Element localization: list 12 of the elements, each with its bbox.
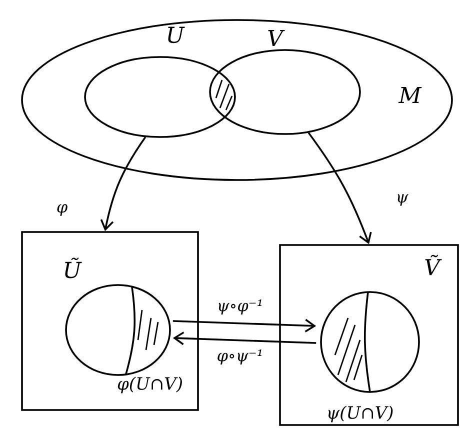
region-label: φ(U∩V) — [118, 376, 182, 394]
arrow — [172, 318, 316, 332]
edge-label: ψ∘φ⁻¹ — [218, 299, 262, 315]
edge-label: φ — [57, 204, 68, 216]
node-label: U — [168, 26, 185, 44]
node-label: V — [268, 30, 285, 46]
edge-label: φ∘ψ⁻¹ — [218, 349, 262, 365]
region-label: ψ(U∩V) — [328, 406, 393, 422]
edge-label: ψ — [398, 194, 408, 206]
arrow — [172, 332, 316, 346]
arrow — [100, 136, 146, 232]
arrow — [308, 132, 372, 244]
